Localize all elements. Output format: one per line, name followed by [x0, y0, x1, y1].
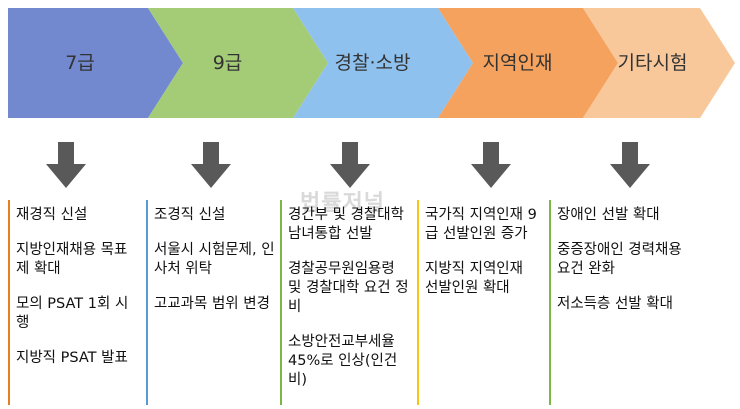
down-arrow-icon — [191, 142, 231, 188]
chevron-stage-2 — [148, 8, 328, 118]
down-arrow-icon — [46, 142, 86, 188]
list-item: 경찰공무원임용령 및 경찰대학 요건 정비 — [288, 261, 409, 315]
column-1: 재경직 신설 지방인재채용 목표제 확대 모의 PSAT 1회 시행 지방직 P… — [8, 200, 138, 405]
list-item: 소방안전교부세율 45%로 인상(인건비) — [288, 334, 398, 388]
list-item: 장애인 선발 확대 — [557, 207, 660, 223]
column-2: 조경직 신설 서울시 시험문제, 인사처 위탁 고교과목 범위 변경 — [146, 200, 276, 405]
list-item: 국가직 지역인재 9급 선발인원 증가 — [425, 207, 537, 242]
chevron-stage-1 — [8, 8, 183, 118]
column-3: 경간부 및 경찰대학 남녀통합 선발 경찰공무원임용령 및 경찰대학 요건 정비… — [280, 200, 410, 405]
list-item: 중증장애인 경력채용 요건 완화 — [557, 242, 682, 277]
down-arrow-icon — [610, 142, 650, 188]
watermark: 법률저널 — [300, 191, 385, 216]
stage-label-4: 지역인재 — [482, 52, 553, 74]
list-item: 경간부 및 경찰대학 남녀통합 선발 — [288, 207, 404, 242]
list-item: 지방인재채용 목표제 확대 — [16, 242, 128, 277]
stage-label-5: 기타시험 — [617, 52, 688, 74]
stage-label-2: 9급 — [212, 52, 243, 74]
chevron-stage-3 — [293, 8, 473, 118]
stage-label-3: 경찰·소방 — [334, 52, 411, 74]
column-4: 국가직 지역인재 9급 선발인원 증가 지방직 지역인재 선발인원 확대 — [417, 200, 537, 405]
column-5: 장애인 선발 확대 중증장애인 경력채용 요건 완화 저소득층 선발 확대 — [549, 200, 689, 405]
list-item: 고교과목 범위 변경 — [154, 296, 270, 312]
list-item: 조경직 신설 — [154, 207, 226, 223]
chevron-stage-4 — [438, 8, 618, 118]
list-item: 저소득층 선발 확대 — [557, 296, 673, 312]
list-item: 지방직 지역인재 선발인원 확대 — [425, 261, 523, 296]
list-item: 서울시 시험문제, 인사처 위탁 — [154, 242, 275, 277]
list-item: 지방직 PSAT 발표 — [16, 350, 128, 366]
list-item: 모의 PSAT 1회 시행 — [16, 296, 129, 331]
down-arrow-icon — [330, 142, 370, 188]
chevron-stage-5 — [583, 8, 735, 118]
chevron-process-bar — [8, 8, 735, 118]
stage-label-1: 7급 — [65, 52, 95, 74]
down-arrow-icon — [471, 142, 511, 188]
list-item: 재경직 신설 — [16, 207, 88, 223]
